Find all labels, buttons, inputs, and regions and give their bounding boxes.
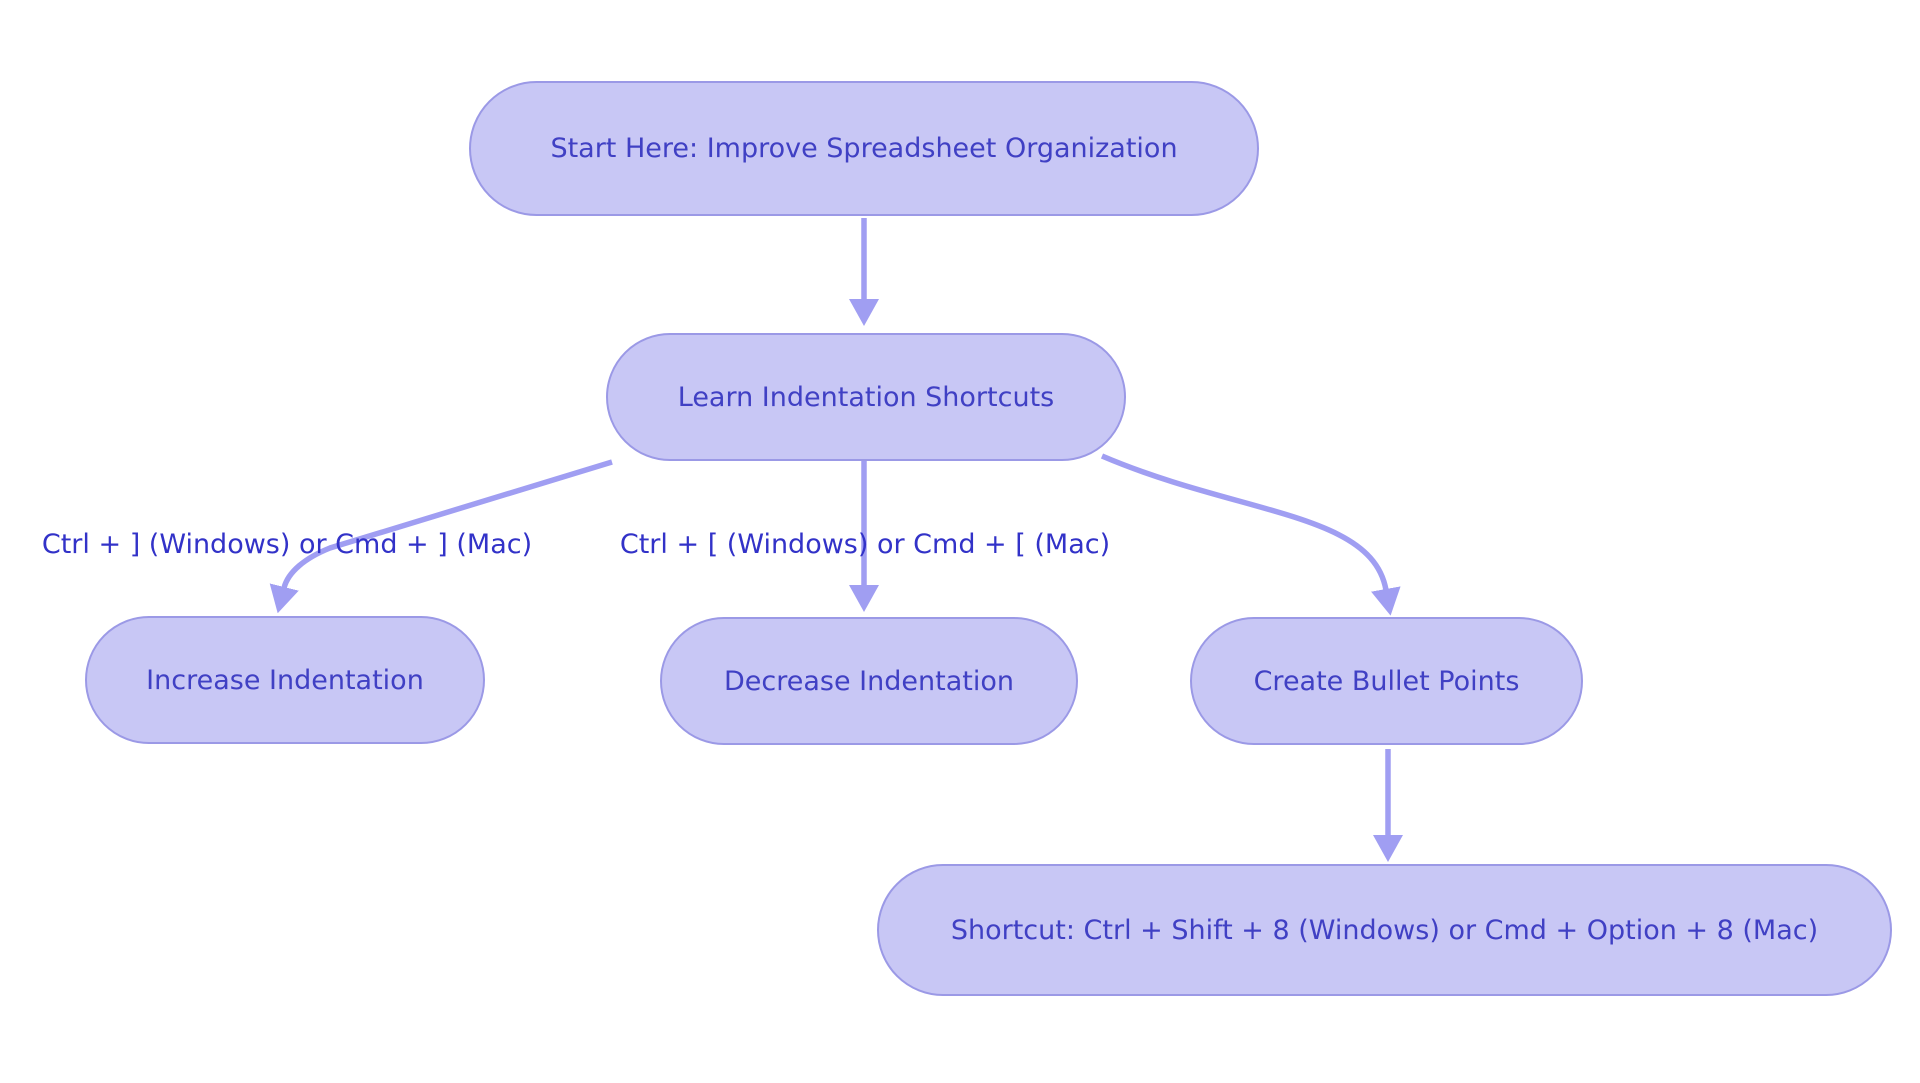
node-learn-indentation-shortcuts: Learn Indentation Shortcuts — [606, 333, 1126, 461]
edge-label-decrease-shortcut: Ctrl + [ (Windows) or Cmd + [ (Mac) — [619, 528, 1111, 560]
node-start: Start Here: Improve Spreadsheet Organiza… — [469, 81, 1259, 216]
edge-label-increase-shortcut: Ctrl + ] (Windows) or Cmd + ] (Mac) — [41, 528, 533, 560]
node-increase-indentation: Increase Indentation — [85, 616, 485, 744]
node-bullet-shortcut: Shortcut: Ctrl + Shift + 8 (Windows) or … — [877, 864, 1892, 996]
edge-learn-to-increase — [269, 459, 613, 614]
node-decrease-indentation: Decrease Indentation — [660, 617, 1078, 745]
edge-bullets-curve — [1100, 453, 1401, 616]
node-create-bullet-points: Create Bullet Points — [1190, 617, 1583, 745]
